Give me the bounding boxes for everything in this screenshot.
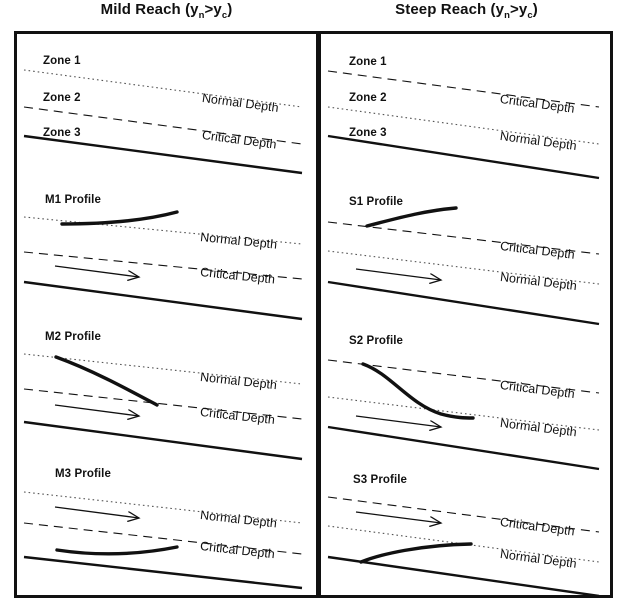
title-steep-sub-c: c — [527, 10, 533, 21]
m2-profile-curve — [54, 355, 159, 407]
column-title-mild: Mild Reach (yn>yc) — [14, 1, 319, 21]
panel-mild-reach: Zone 1 Zone 2 Zone 3 Normal Depth Critic… — [14, 31, 319, 598]
flow-arrow — [355, 268, 441, 280]
s3-profile-curve — [359, 542, 473, 564]
normal-depth-line — [23, 69, 303, 108]
channel-bed-line — [23, 134, 303, 175]
zone-label-3: Zone 3 — [43, 127, 81, 139]
title-mild-sub-c: c — [221, 10, 228, 21]
m3-block — [23, 491, 303, 590]
s1-block — [327, 206, 600, 326]
channel-bed-line — [327, 555, 600, 595]
zone-label-1: Zone 1 — [43, 55, 81, 67]
m3-profile-label: M3 Profile — [55, 468, 111, 480]
normal-depth-line — [23, 353, 303, 385]
channel-bed-line — [23, 555, 303, 590]
channel-bed-line — [327, 280, 600, 326]
title-steep-end: ) — [532, 1, 538, 18]
flow-arrow — [54, 404, 139, 416]
critical-depth-line — [23, 251, 303, 280]
title-mild-mid: >y — [204, 1, 222, 18]
m1-profile-label: M1 Profile — [45, 194, 101, 206]
zone-label-2: Zone 2 — [43, 92, 81, 104]
m3-profile-curve — [55, 545, 179, 556]
m2-profile-label: M2 Profile — [45, 331, 101, 343]
flow-arrow — [54, 506, 139, 518]
s1-profile-label: S1 Profile — [349, 196, 404, 208]
title-steep-main: Steep Reach (y — [395, 1, 505, 18]
critical-depth-line — [327, 221, 600, 255]
panel-steep-reach: Zone 1 Zone 2 Zone 3 Critical Depth Norm… — [318, 31, 613, 598]
critical-depth-line — [23, 388, 303, 420]
critical-depth-line — [327, 496, 600, 533]
normal-depth-line — [23, 216, 303, 245]
s1-profile-curve — [365, 206, 458, 228]
mild-reach-drawing — [17, 34, 316, 595]
title-steep-mid: >y — [510, 1, 528, 18]
flow-arrow — [355, 415, 441, 427]
steep-zones-block — [327, 70, 600, 180]
critical-depth-line — [23, 522, 303, 555]
title-steep-sub-n: n — [504, 10, 511, 21]
channel-bed-line — [23, 420, 303, 461]
s3-block — [327, 496, 600, 595]
title-mild-main: Mild Reach (y — [100, 1, 199, 18]
critical-depth-line — [327, 70, 600, 108]
steep-reach-drawing — [321, 34, 610, 595]
channel-bed-line — [23, 280, 303, 321]
m2-block — [23, 353, 303, 461]
s2-block — [327, 359, 600, 471]
flow-arrow — [355, 511, 441, 523]
title-mild-end: ) — [227, 1, 233, 18]
s2-profile-curve — [361, 362, 475, 420]
flow-arrow — [54, 265, 139, 277]
normal-depth-line — [23, 491, 303, 524]
s3-profile-label: S3 Profile — [353, 474, 408, 486]
zone-label-1: Zone 1 — [349, 56, 387, 68]
m1-block — [23, 210, 303, 321]
channel-bed-line — [327, 425, 600, 471]
critical-depth-line — [327, 359, 600, 394]
zone-label-3: Zone 3 — [349, 127, 387, 139]
zone-label-2: Zone 2 — [349, 92, 387, 104]
critical-depth-line — [23, 106, 303, 145]
m1-profile-curve — [60, 210, 179, 226]
column-title-steep: Steep Reach (yn>yc) — [320, 1, 613, 21]
title-mild-sub-n: n — [198, 10, 205, 21]
mild-zones-block — [23, 69, 303, 175]
s2-profile-label: S2 Profile — [349, 335, 404, 347]
channel-bed-line — [327, 134, 600, 180]
